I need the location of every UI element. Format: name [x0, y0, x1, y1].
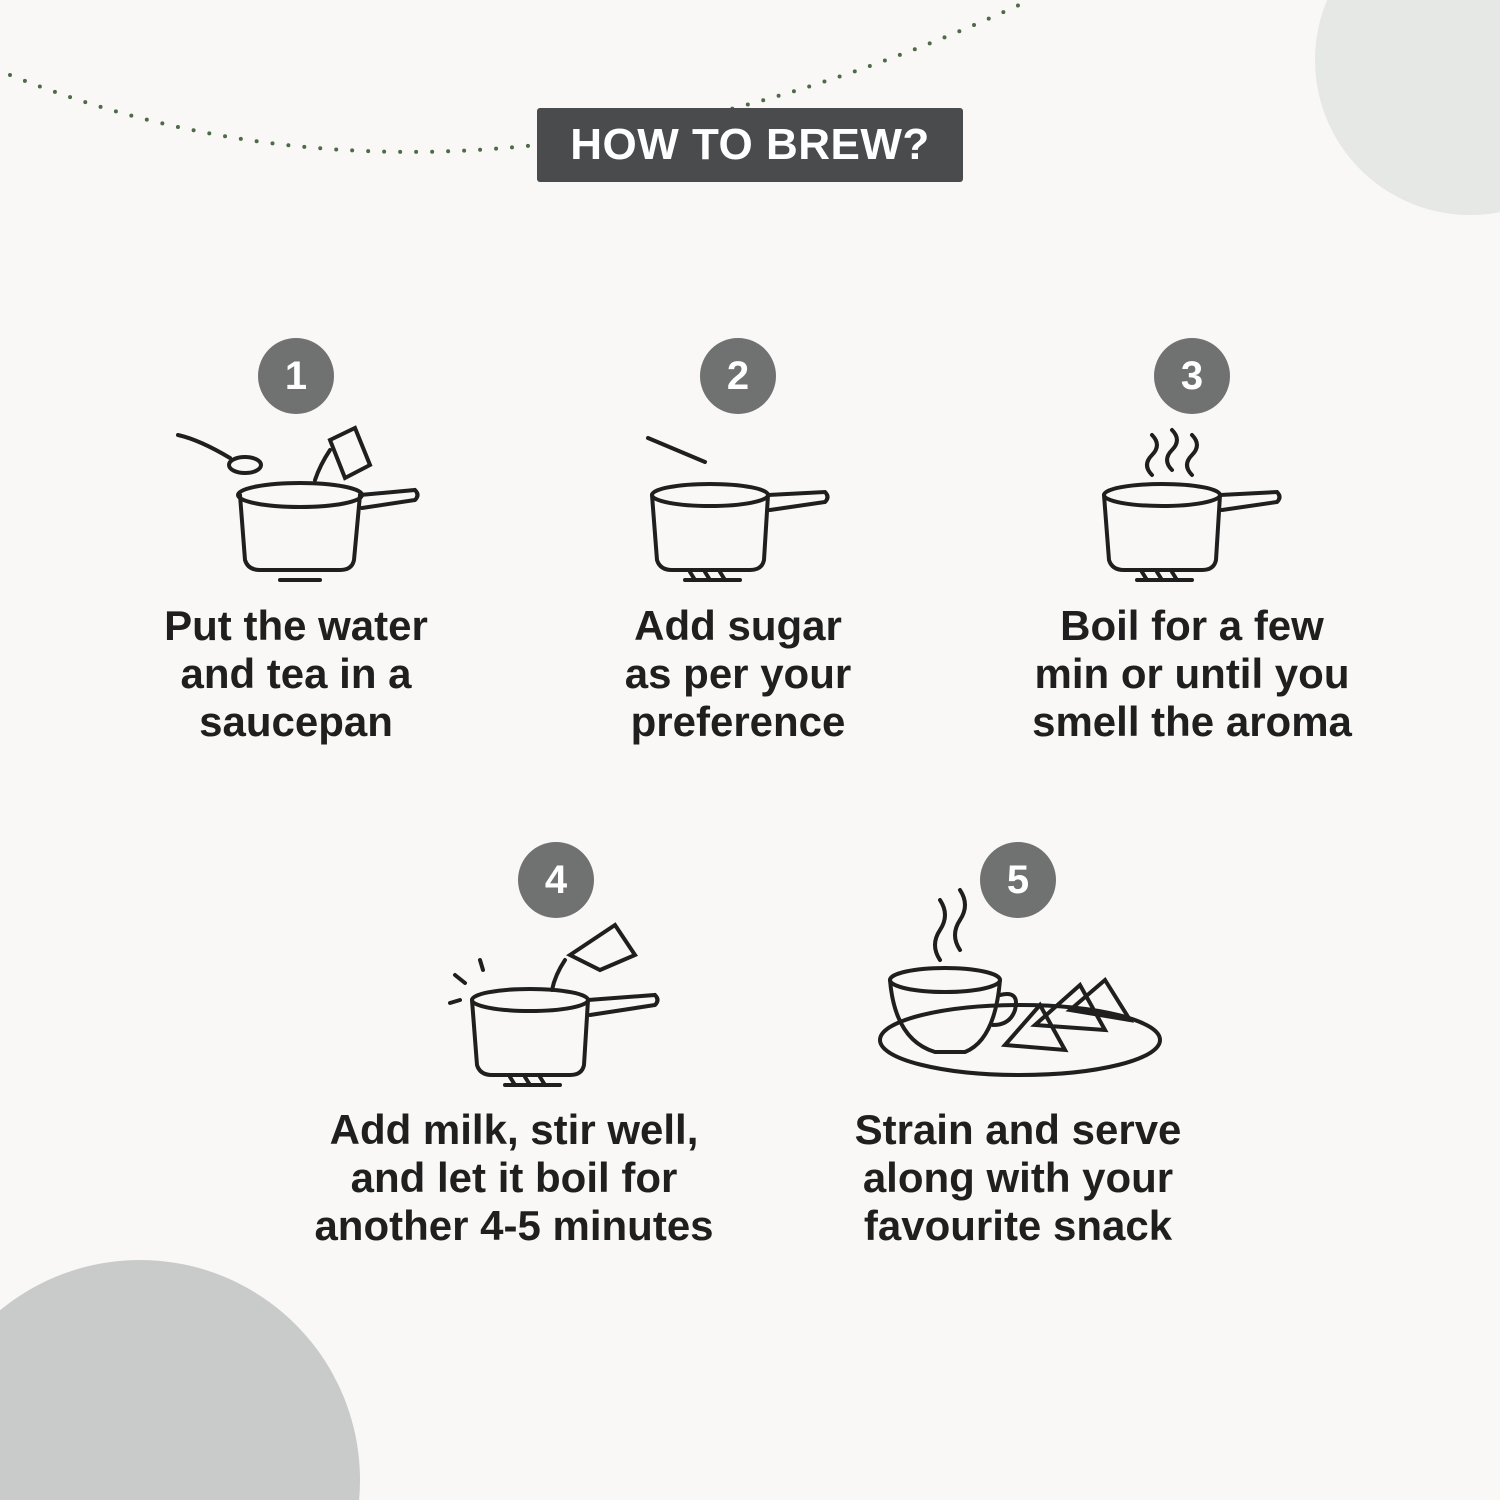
step-5-text: Strain and serve along with your favouri…: [788, 1106, 1248, 1250]
step-1-line: saucepan: [199, 698, 393, 745]
step-1-text: Put the water and tea in a saucepan: [66, 602, 526, 746]
step-2-badge: 2: [700, 338, 776, 414]
step-5-line: Strain and serve: [854, 1106, 1182, 1153]
step-5-line: favourite snack: [863, 1202, 1173, 1249]
step-5-line: along with your: [862, 1154, 1174, 1201]
step-1-line: Put the water: [164, 602, 428, 649]
step-4-line: another 4-5 minutes: [314, 1202, 714, 1249]
step-5-badge: 5: [980, 842, 1056, 918]
step-3-badge: 3: [1154, 338, 1230, 414]
step-4-text: Add milk, stir well, and let it boil for…: [284, 1106, 744, 1250]
saucepan-spoon-pour-icon: [170, 410, 430, 595]
step-2-text: Add sugar as per your preference: [508, 602, 968, 746]
dotted-arc: [8, 0, 1032, 154]
saucepan-milk-icon: [440, 915, 680, 1100]
tea-cup-snack-icon: [875, 880, 1165, 1095]
step-4-line: Add milk, stir well,: [329, 1106, 699, 1153]
step-3-text: Boil for a few min or until you smell th…: [962, 602, 1422, 746]
step-3-line: min or until you: [1034, 650, 1350, 697]
step-2-line: Add sugar: [634, 602, 842, 649]
page-title: HOW TO BREW?: [537, 108, 963, 182]
step-2-line: as per your: [624, 650, 852, 697]
saucepan-steam-icon: [1062, 420, 1302, 595]
step-4-line: and let it boil for: [350, 1154, 678, 1201]
decorative-circle-top-right: [1315, 0, 1500, 216]
step-1-badge: 1: [258, 338, 334, 414]
decorative-circle-bottom-left: [0, 1259, 361, 1500]
step-3-line: Boil for a few: [1060, 602, 1324, 649]
saucepan-sugar-icon: [610, 420, 850, 595]
step-2-line: preference: [630, 698, 846, 745]
step-3-line: smell the aroma: [1032, 698, 1352, 745]
step-4-badge: 4: [518, 842, 594, 918]
step-1-line: and tea in a: [180, 650, 412, 697]
